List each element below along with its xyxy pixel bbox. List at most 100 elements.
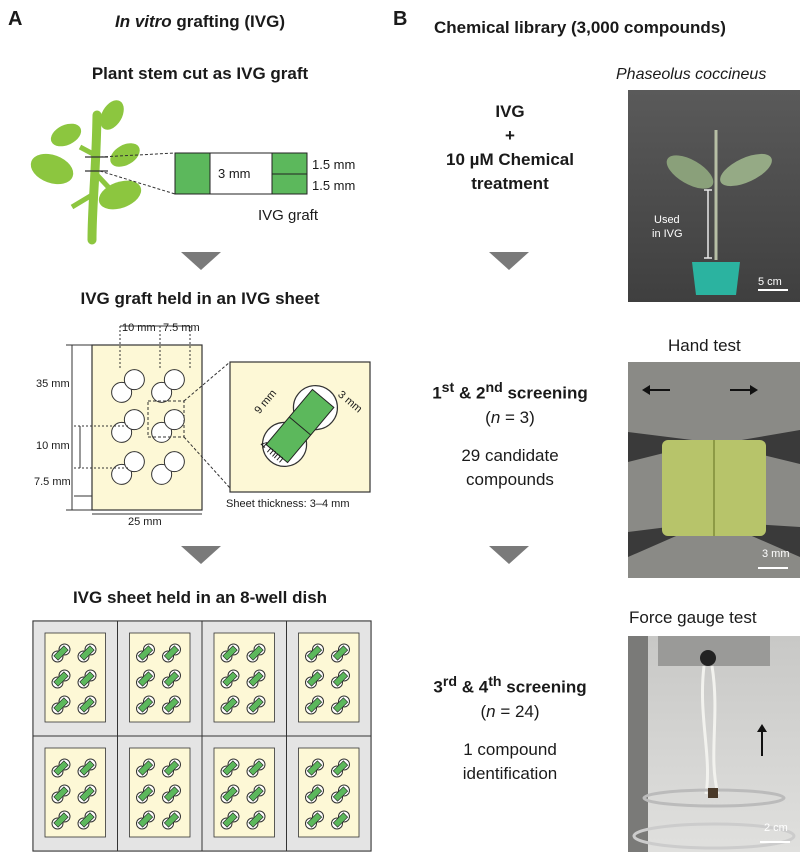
hole-pair (151, 451, 185, 485)
title-rest: grafting (IVG) (171, 12, 285, 31)
down-arrow-icon (181, 252, 221, 270)
step3-text: 3rd & 4th screening (n = 24) 1 compound … (400, 670, 620, 786)
hole-pair (220, 643, 240, 663)
hole-pair (161, 758, 182, 778)
hole-pair (135, 784, 156, 804)
hole-pair (111, 409, 145, 443)
step1-line3: 10 µM Chemical (446, 150, 574, 169)
hole-pair (51, 810, 71, 830)
step3-n-rest: = 24) (495, 701, 540, 721)
photo1-caption: Phaseolus coccineus (616, 66, 767, 83)
hole-pair (51, 784, 71, 804)
ivg-sheet-diagram (66, 325, 371, 515)
hole-pair (304, 669, 325, 689)
hole-pair (330, 643, 351, 663)
plant-photo: Used in IVG 5 cm (628, 90, 800, 302)
plant-icon (30, 100, 142, 245)
hole-pair (161, 810, 182, 830)
hole-pair (246, 784, 266, 804)
section1-heading: Plant stem cut as IVG graft (91, 64, 309, 83)
hole-pair (135, 810, 156, 830)
down-arrow-icon (489, 252, 529, 270)
hole-pair (246, 643, 266, 663)
hole-pair (135, 669, 156, 689)
hole-pair (51, 669, 71, 689)
hand-test-photo: 3 mm (628, 362, 800, 578)
step2-cand2: compounds (466, 469, 554, 489)
photo2-caption: Hand test (668, 336, 741, 355)
graft-top-label: 1.5 mm (312, 157, 356, 172)
hole-pair (77, 669, 97, 689)
hole-pair (304, 758, 325, 778)
step2-n1: 1 (432, 383, 442, 403)
step2-n-open: ( (485, 407, 491, 427)
photo2-scale: 3 mm (762, 548, 790, 560)
hole-pair (330, 669, 351, 689)
dim-7-5mm-top: 7.5 mm (163, 322, 200, 334)
photo1-used1: Used (654, 214, 680, 226)
step2-sup2: nd (485, 380, 503, 396)
step2-amp: & 2 (454, 383, 486, 403)
step2-heading: 1st & 2nd screening (400, 376, 620, 406)
hole-pair (220, 695, 240, 715)
down-arrow-icon (181, 546, 221, 564)
graft-caption: IVG graft (258, 207, 319, 224)
step3-sup1: rd (442, 674, 457, 690)
hole-pair (304, 810, 325, 830)
photo3-scale: 2 cm (764, 822, 788, 834)
hole-pair (161, 784, 182, 804)
step2-cand1: 29 candidate (461, 445, 559, 465)
title-italic: In vitro (115, 12, 172, 31)
step3-rest: screening (501, 677, 587, 697)
dim-25mm: 25 mm (128, 516, 162, 528)
hole-pair (111, 451, 145, 485)
hole-pair (246, 758, 266, 778)
hole-pair (77, 784, 97, 804)
hole-pair (111, 369, 145, 403)
sheet-thickness: Sheet thickness: 3–4 mm (226, 498, 350, 510)
hole-pair (161, 695, 182, 715)
step3-n-open: ( (480, 701, 487, 721)
hole-pair (77, 643, 97, 663)
hole-pair (220, 758, 240, 778)
hole-pair (51, 758, 71, 778)
hole-pair (151, 369, 185, 403)
graft-bottom-label: 1.5 mm (312, 178, 356, 193)
hole-pair (77, 810, 97, 830)
hole-pair (135, 695, 156, 715)
hole-pair (135, 758, 156, 778)
section3-heading: IVG sheet held in an 8-well dish (72, 588, 328, 607)
photo1-used2: in IVG (652, 228, 683, 240)
dim-10mm-top: 10 mm (122, 322, 156, 334)
hole-pair (246, 669, 266, 689)
hole-pair (246, 810, 266, 830)
step3-n: (n = 24) (400, 700, 620, 724)
dim-7-5mm-left: 7.5 mm (34, 476, 71, 488)
step2-n-rest: = 3) (500, 407, 535, 427)
step3-id1: 1 compound (463, 739, 557, 759)
hole-pair (330, 758, 351, 778)
hole-pair (330, 784, 351, 804)
step2-sup1: st (441, 380, 455, 396)
step3-id2: identification (462, 763, 558, 783)
step3-n1: 3 (433, 677, 443, 697)
panel-letter-b: B (393, 8, 408, 30)
hole-pair (77, 695, 97, 715)
graft-middle-label: 3 mm (218, 166, 251, 181)
step2-text: 1st & 2nd screening (n = 3) 29 candidate… (400, 376, 620, 492)
hole-pair (246, 695, 266, 715)
hole-pair (161, 643, 182, 663)
step1-line1: IVG (495, 102, 525, 121)
hole-pair (220, 784, 240, 804)
plant-graft-diagram (30, 100, 308, 245)
section2-heading: IVG graft held in an IVG sheet (80, 289, 320, 308)
step2-rest: screening (502, 383, 588, 403)
hole-pair (304, 643, 325, 663)
hole-pair (135, 643, 156, 663)
hole-pair (304, 784, 325, 804)
panel-letter-a: A (8, 8, 23, 30)
hole-pair (220, 810, 240, 830)
force-gauge-drawing (628, 636, 796, 852)
dim-10mm-left: 10 mm (36, 440, 70, 452)
hole-pair (51, 695, 71, 715)
